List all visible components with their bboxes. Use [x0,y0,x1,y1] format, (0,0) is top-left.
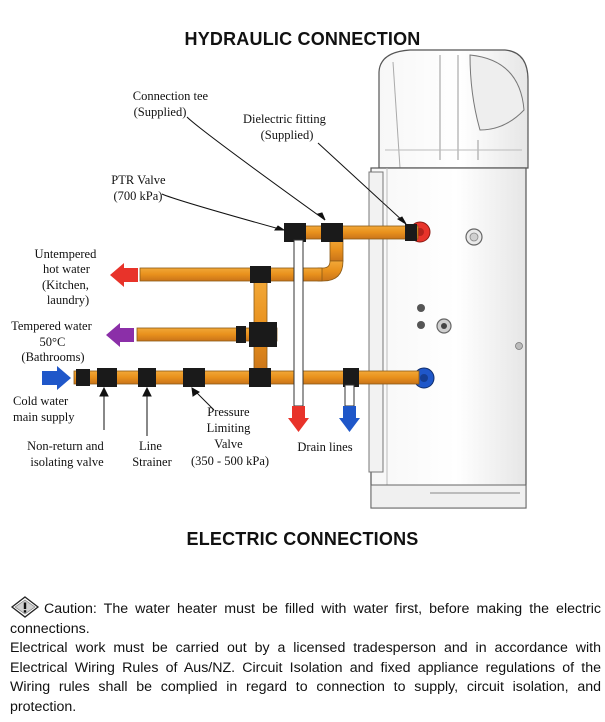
label-non-return-valve: Non-return and isolating valve [27,439,107,469]
label-line-strainer: Line Strainer [132,439,172,469]
leader-lines [99,116,407,436]
hydraulic-title: HYDRAULIC CONNECTION [184,29,421,49]
hydraulic-diagram: Connection tee (Supplied) Dielectric fit… [11,49,529,509]
label-connection-tee: Connection tee (Supplied) [133,89,211,119]
water-heater-tank [368,49,529,509]
label-untempered-hot-water: Untempered hot water (Kitchen, laundry) [35,247,100,307]
electric-title: ELECTRIC CONNECTIONS [186,529,419,549]
diagram-labels: Connection tee (Supplied) Dielectric fit… [11,89,353,469]
hot-water-arrow [110,263,138,287]
warning-diamond-icon [10,596,40,618]
caution-text: Caution: The water heater must be filled… [10,601,601,637]
label-ptr-valve: PTR Valve (700 kPa) [111,173,168,203]
electrical-work-paragraph: Electrical work must be carried out by a… [10,640,601,715]
label-pressure-limiting-valve: Pressure Limiting Valve (350 - 500 kPa) [191,405,269,468]
drain-lines [288,239,360,432]
label-tempered-water: Tempered water 50°C (Bathrooms) [11,319,95,364]
pipework [73,225,420,385]
caution-paragraph: Caution: The water heater must be filled… [10,596,601,639]
label-drain-lines: Drain lines [297,440,352,454]
cold-water-arrow [42,366,71,390]
tempered-water-arrow [106,323,134,347]
label-dielectric-fitting: Dielectric fitting (Supplied) [243,112,329,142]
caution-section: Caution: The water heater must be filled… [10,596,601,717]
label-cold-water-main: Cold water main supply [13,394,75,424]
fittings [76,223,417,387]
